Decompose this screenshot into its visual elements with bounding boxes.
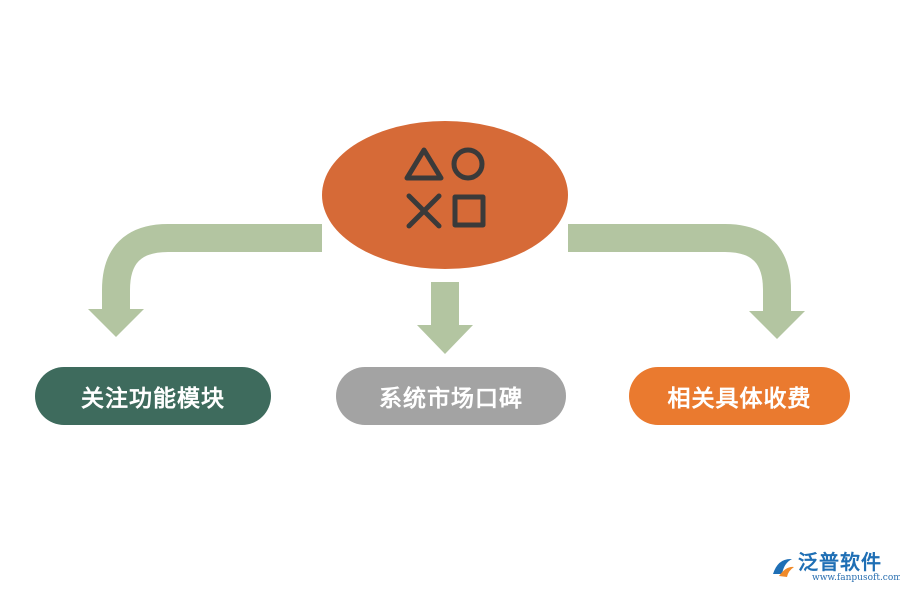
arrowhead-left xyxy=(88,309,144,337)
playstation-shapes-icon xyxy=(404,147,486,229)
fanpu-logo-icon xyxy=(773,558,794,577)
center-node xyxy=(322,121,568,269)
node-label: 关注功能模块 xyxy=(81,386,225,412)
watermark-url: www.fanpusoft.com xyxy=(812,573,900,583)
watermark-brand: 泛普软件 xyxy=(798,550,882,574)
node-focus-modules: 关注功能模块 xyxy=(35,367,271,425)
connector-left xyxy=(102,224,322,310)
node-pricing: 相关具体收费 xyxy=(629,367,850,425)
node-market-reputation: 系统市场口碑 xyxy=(336,367,566,425)
connector-right xyxy=(568,224,791,312)
arrowhead-center xyxy=(417,325,473,354)
arrowhead-right xyxy=(749,311,805,339)
node-label: 相关具体收费 xyxy=(667,386,812,412)
watermark-logo: 泛普软件 www.fanpusoft.com xyxy=(770,550,900,583)
node-label: 系统市场口碑 xyxy=(379,386,523,412)
connector-center xyxy=(431,282,459,326)
